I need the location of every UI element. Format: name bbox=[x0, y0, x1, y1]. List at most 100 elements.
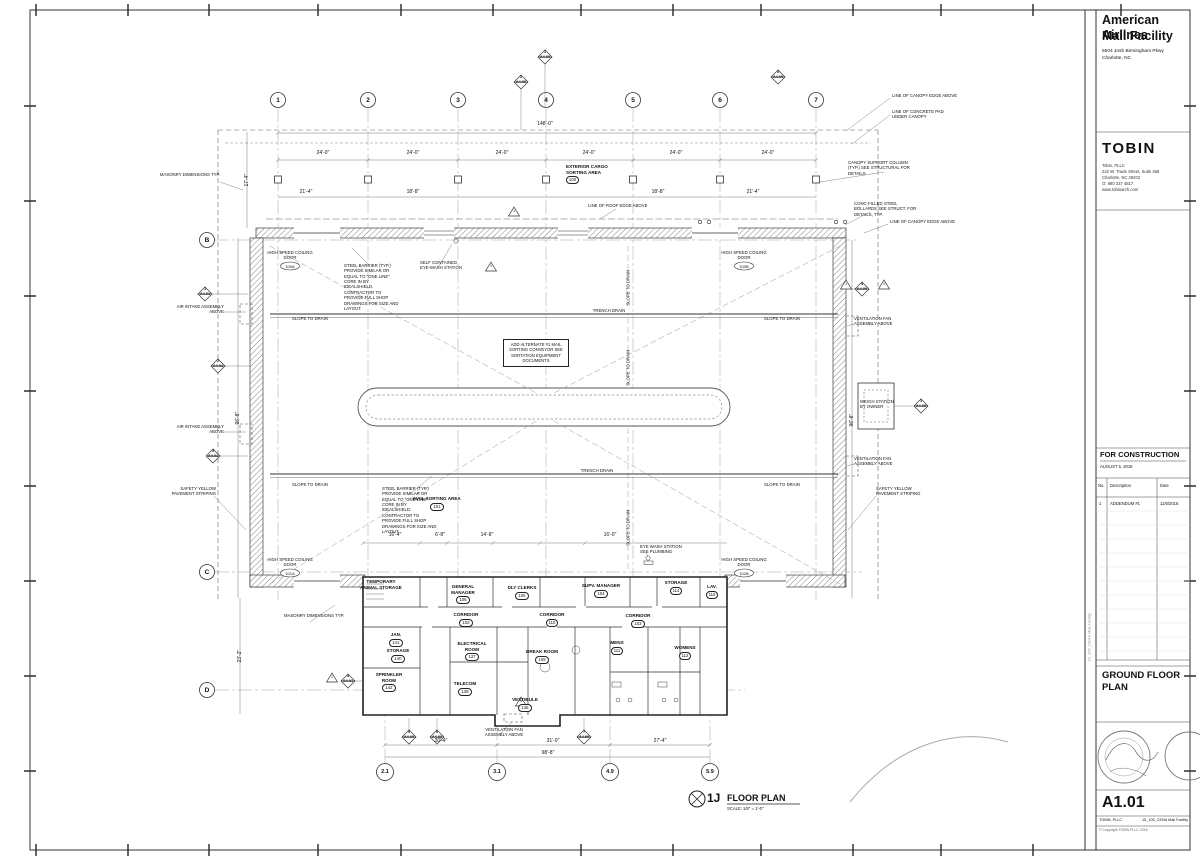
dim-bay: 24'-0" bbox=[761, 150, 775, 156]
dim-bottom: 30'-4" bbox=[434, 738, 448, 744]
room-name: MAIL SORTING AREA bbox=[413, 496, 461, 501]
footer-firm: TOBIN, PLLC bbox=[1099, 818, 1123, 822]
view-title-bubble bbox=[688, 790, 800, 808]
room-name: EXTERIOR CARGO SORTING AREA bbox=[566, 164, 608, 175]
rev-row-no: 1 bbox=[1099, 501, 1102, 506]
note-slope-v2: SLOPE TO DRAIN bbox=[625, 349, 631, 386]
canopy-columns bbox=[274, 175, 820, 184]
dim-bottom-total: 98'-8" bbox=[541, 750, 555, 756]
room-name: CORRIDOR bbox=[539, 612, 565, 617]
dim-bay: 24'-0" bbox=[495, 150, 509, 156]
grid-bubble-3: 3 bbox=[456, 96, 460, 104]
dim-office: 16'-0" bbox=[603, 532, 617, 538]
note-weigh-station: WEIGH STATION BY OWNER bbox=[860, 399, 894, 410]
room-number: 137 bbox=[465, 653, 479, 662]
note-canopy-column: CANOPY SUPPORT COLUMN (TYP.) SEE STRUCTU… bbox=[848, 160, 910, 176]
room-number: 114 bbox=[669, 586, 683, 595]
titleblock-rules bbox=[1096, 131, 1190, 827]
room-label-telecom: TELECOM 139 bbox=[446, 681, 484, 696]
note-steel-barrier-1: STEEL BARRIER (TYP.) PROVIDE SIMILAR OR … bbox=[344, 263, 399, 311]
note-safety-stripe-1: SAFETY YELLOW PAVEMENT STRIPING bbox=[171, 486, 216, 497]
grid-bubble-6: 6 bbox=[718, 96, 722, 104]
note-hs-door-2: HIGH SPEED COILING DOOR bbox=[721, 250, 767, 261]
note-roof-edge: LINE OF ROOF EDGE ABOVE bbox=[588, 203, 648, 208]
room-number: 142 bbox=[382, 684, 396, 693]
room-label-sprinkler: SPRINKLER ROOM 142 bbox=[368, 672, 410, 693]
revision-triangles bbox=[325, 206, 891, 707]
room-name: WOMENS bbox=[674, 645, 696, 650]
room-label-electrical: ELECTRICAL ROOM 137 bbox=[452, 641, 492, 662]
room-number: 112 bbox=[678, 651, 692, 660]
note-hs-door-1: HIGH SPEED COILING DOOR bbox=[267, 250, 313, 261]
room-label-storage140: STORAGE 140 bbox=[380, 648, 416, 663]
room-label-corridor-110: CORRIDOR 110 bbox=[532, 612, 572, 627]
room-label-lav: LAV. 115 bbox=[700, 584, 724, 599]
room-label-mail: MAIL SORTING AREA 101 bbox=[405, 496, 469, 511]
status-date: AUGUST 5, 2016 bbox=[1100, 464, 1133, 469]
plan-symbols bbox=[239, 220, 895, 723]
status-stamp: FOR CONSTRUCTION bbox=[1100, 450, 1180, 459]
trench-drains bbox=[270, 313, 838, 478]
note-masonry-2: MASONRY DIMENSIONS TYP. bbox=[284, 613, 345, 618]
project-name-line1: American Airlines bbox=[1102, 13, 1159, 42]
note-concrete-pad: LINE OF CONCRETE PAD UNDER CANOPY bbox=[892, 109, 944, 120]
note-masonry-1: MASONRY DIMENSIONS TYP. bbox=[159, 172, 220, 177]
firm-info-line: 222 W. Trade Street, Suite 358 bbox=[1102, 169, 1160, 174]
dimension-lines bbox=[237, 130, 853, 758]
grid-bubble-5.9: 5.9 bbox=[706, 768, 714, 775]
room-number: 111 bbox=[610, 646, 624, 655]
revision-delta: 1 bbox=[330, 675, 334, 679]
room-label-corridor-103: CORRIDOR 103 bbox=[618, 613, 658, 628]
room-number: 140 bbox=[391, 654, 405, 663]
project-name-line2: Mail Facility bbox=[1102, 29, 1173, 43]
room-name: SPRINKLER ROOM bbox=[375, 672, 403, 683]
room-number: 139 bbox=[458, 687, 472, 696]
grid-bubble-B: B bbox=[204, 236, 210, 244]
note-trench-1: TRENCH DRAIN bbox=[588, 308, 630, 314]
room-label-clerks: DLY CLERKS 105 bbox=[504, 585, 540, 600]
room-label-mens: MENS 111 bbox=[602, 640, 632, 655]
note-hs-door-4: HIGH SPEED COILING DOOR bbox=[721, 557, 767, 568]
grid-bubble-1: 1 bbox=[276, 96, 280, 104]
project-address-line2: Charlotte, NC bbox=[1102, 56, 1132, 61]
note-slope-v1: SLOPE TO DRAIN bbox=[625, 269, 631, 306]
firm-info-line: Charlotte, NC 28202 bbox=[1102, 175, 1141, 180]
revision-delta: 1 bbox=[512, 209, 516, 213]
dim-sub: 21'-4" bbox=[746, 189, 760, 195]
door-tag: 101A bbox=[285, 570, 295, 576]
dim-office: 14'-8" bbox=[480, 532, 494, 538]
grid-bubble-4: 4 bbox=[544, 96, 548, 104]
dim-bottom: 27'-4" bbox=[653, 738, 667, 744]
dim-left-3: 23'-2" bbox=[236, 649, 243, 663]
room-name: JAN. bbox=[390, 632, 402, 637]
wall-hatch bbox=[249, 227, 847, 588]
footer-copyright: © Copyright TOBIN PLLC 2016 bbox=[1099, 827, 1148, 832]
note-slope-v3: SLOPE TO DRAIN bbox=[625, 509, 631, 546]
grid-bubble-D: D bbox=[204, 686, 210, 694]
footer-file: 15_105_CENA Mail Facility bbox=[1141, 818, 1188, 822]
dim-bay: 24'-0" bbox=[582, 150, 596, 156]
note-slope-1: SLOPE TO DRAIN bbox=[292, 316, 328, 321]
rev-col-desc: Description bbox=[1110, 483, 1131, 488]
room-name: STORAGE bbox=[664, 580, 688, 585]
revision-delta: 1 bbox=[882, 282, 886, 286]
dim-office: 16'-4" bbox=[388, 532, 402, 538]
sheet-title-line2: PLAN bbox=[1102, 682, 1128, 693]
firm-info-line: www.tobinarch.com bbox=[1102, 187, 1139, 192]
office-partitions bbox=[362, 576, 728, 727]
note-trench-2: TRENCH DRAIN bbox=[576, 468, 618, 474]
note-bollards: CONC-FILLED STEEL BOLLARDS SEE STRUCT. F… bbox=[854, 201, 917, 217]
room-label-storage114: STORAGE 114 bbox=[658, 580, 694, 595]
room-label-cargo: EXTERIOR CARGO SORTING AREA 100 bbox=[566, 164, 610, 185]
note-hs-door-3: HIGH SPEED COILING DOOR bbox=[267, 557, 313, 568]
dim-sub: 18'-8" bbox=[406, 189, 420, 195]
grid-bubble-7: 7 bbox=[814, 96, 818, 104]
note-slope-3: SLOPE TO DRAIN bbox=[292, 482, 328, 487]
room-name: VESTIBULE bbox=[512, 697, 538, 702]
